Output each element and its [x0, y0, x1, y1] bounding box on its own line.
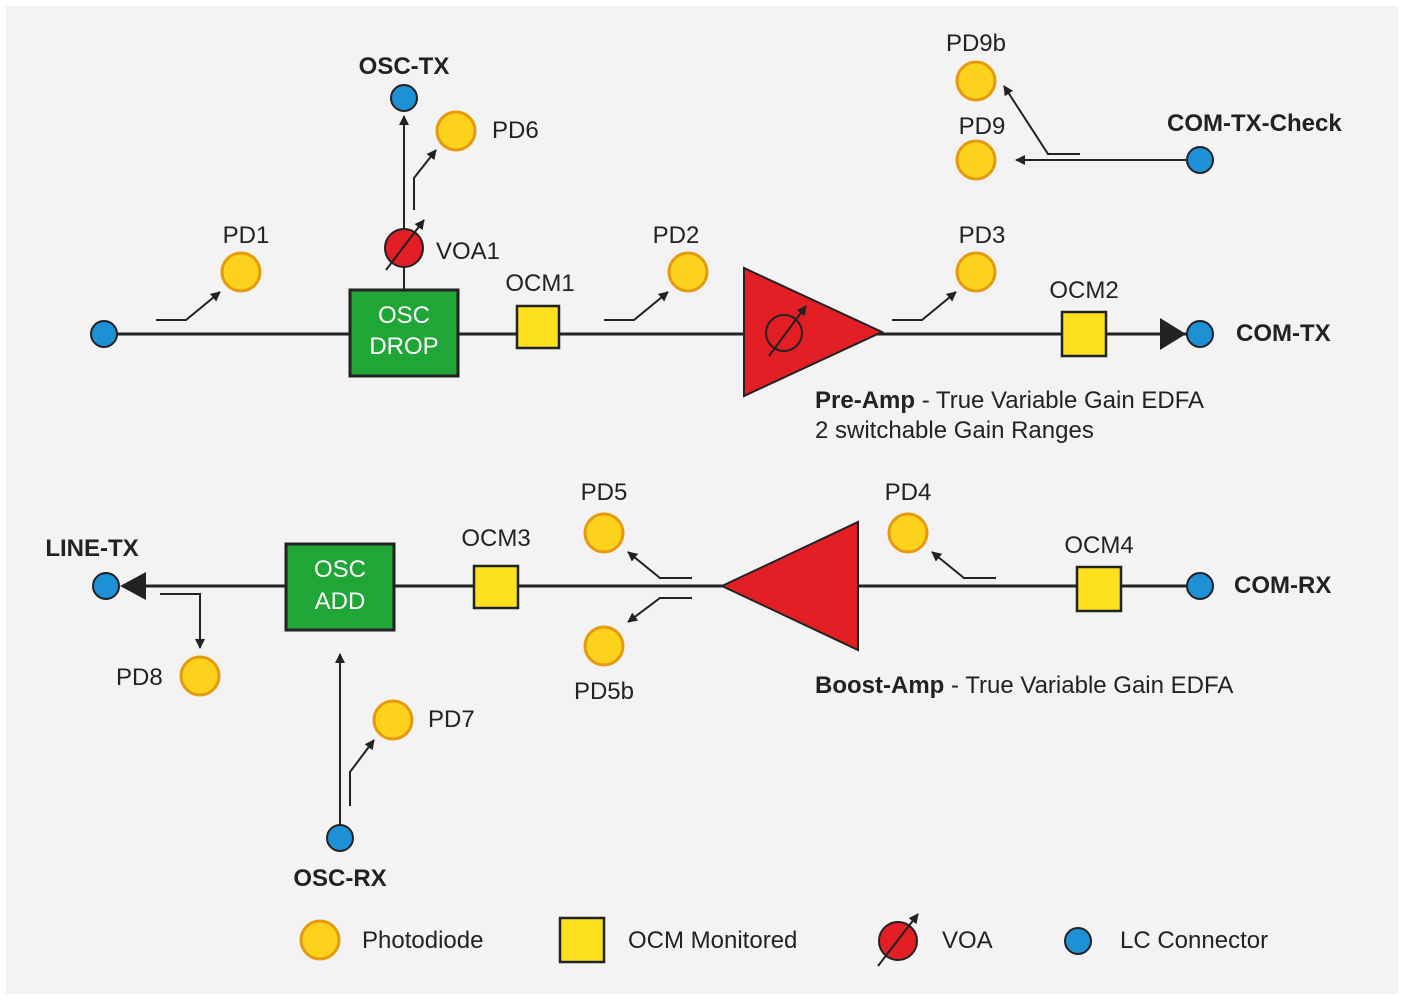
com-tx-check-lc-connector: [1186, 146, 1214, 174]
osc-tx-label: OSC-TX: [359, 53, 450, 80]
pd4-photodiode: [887, 512, 929, 554]
pd3-photodiode: [955, 251, 997, 293]
com-rx-lc-connector: [1186, 572, 1214, 600]
osc-drop-box: [348, 288, 460, 378]
preamp-caption: Pre-Amp - True Variable Gain EDFA: [815, 387, 1204, 414]
pd8-photodiode: [179, 655, 221, 697]
osc-tx-lc-connector: [390, 84, 418, 112]
preamp-name: Pre-Amp: [815, 387, 915, 414]
pd2-tap-arrow: [604, 291, 669, 321]
com-tx-check-label: COM-TX-Check: [1167, 110, 1342, 137]
osc-add-label-line2: ADD: [315, 588, 366, 615]
boostamp-triangle: [719, 520, 859, 652]
pd5b-label: PD5b: [574, 678, 634, 705]
osc-rx-lc-connector: [326, 824, 354, 852]
osc-add-box: [284, 542, 396, 632]
preamp-triangle: [743, 266, 885, 398]
ocm4-label: OCM4: [1064, 532, 1133, 559]
ocm3-square: [472, 564, 520, 610]
line-tx-lc-connector: [92, 572, 120, 600]
pd9b-label: PD9b: [946, 30, 1006, 57]
line-tx-arrowhead: [120, 572, 146, 600]
pd8-label: PD8: [116, 664, 163, 691]
legend-voa-icon: [877, 913, 919, 967]
pd7-photodiode: [372, 699, 414, 741]
pd2-photodiode: [667, 251, 709, 293]
pd8-tap-arrow: [160, 593, 205, 649]
pd1-tap-arrow: [156, 291, 221, 321]
pd7-tap-arrow: [349, 739, 375, 806]
legend-ocm-label: OCM Monitored: [628, 927, 797, 954]
voa1-symbol: [384, 219, 425, 271]
osc-add-label-line1: OSC: [314, 556, 366, 583]
pd7-label: PD7: [428, 706, 475, 733]
pd1-photodiode: [220, 251, 262, 293]
com-tx-lc-connector: [1186, 320, 1214, 348]
pd1-label: PD1: [223, 222, 270, 249]
pd5-photodiode: [583, 512, 625, 554]
ocm1-square: [515, 304, 561, 350]
legend-photodiode-label: Photodiode: [362, 927, 483, 954]
osc-drop-label-line2: DROP: [369, 333, 438, 360]
com-rx-label: COM-RX: [1234, 572, 1331, 599]
pd4-label: PD4: [885, 479, 932, 506]
legend-voa-label: VOA: [942, 927, 993, 954]
ocm4-square: [1075, 565, 1123, 613]
pd4-tap-arrow: [931, 551, 996, 579]
pd9b-tap-arrow: [1003, 85, 1080, 155]
pd2-label: PD2: [653, 222, 700, 249]
com-tx-label: COM-TX: [1236, 320, 1331, 347]
pd3-label: PD3: [959, 222, 1006, 249]
pd5b-tap-arrow: [627, 597, 692, 623]
ocm2-square: [1060, 310, 1108, 358]
pd9-label: PD9: [959, 113, 1006, 140]
legend-lc-connector-label: LC Connector: [1120, 927, 1268, 954]
boostamp-description: - True Variable Gain EDFA: [944, 672, 1233, 699]
pd9b-photodiode: [955, 60, 997, 102]
pd6-tap-arrow: [413, 149, 437, 210]
line-tx-label: LINE-TX: [45, 535, 138, 562]
com-tx-arrowhead: [1160, 318, 1186, 350]
ocm3-label: OCM3: [461, 525, 530, 552]
input-lc-connector: [90, 320, 118, 348]
osc-rx-label: OSC-RX: [293, 865, 386, 892]
pd5-tap-arrow: [627, 551, 692, 579]
pd5b-photodiode: [583, 625, 625, 667]
ocm1-label: OCM1: [505, 270, 574, 297]
legend-photodiode-icon: [299, 919, 341, 961]
boostamp-name: Boost-Amp: [815, 672, 944, 699]
pd6-photodiode: [435, 110, 477, 152]
pd5-label: PD5: [581, 479, 628, 506]
preamp-description: - True Variable Gain EDFA: [915, 387, 1204, 414]
legend-lc-connector-icon: [1064, 927, 1092, 955]
ocm2-label: OCM2: [1049, 277, 1118, 304]
pd9-photodiode: [955, 139, 997, 181]
diagram-background: [6, 6, 1398, 994]
osc-drop-label-line1: OSC: [378, 302, 430, 329]
voa1-label: VOA1: [436, 238, 500, 265]
pd3-tap-arrow: [892, 291, 957, 321]
preamp-description-line2: 2 switchable Gain Ranges: [815, 417, 1094, 444]
pd6-label: PD6: [492, 117, 539, 144]
boostamp-caption: Boost-Amp - True Variable Gain EDFA: [815, 672, 1233, 699]
legend-ocm-icon: [558, 916, 606, 964]
legend: Photodiode OCM Monitored VOA LC Connecto…: [299, 913, 1268, 967]
